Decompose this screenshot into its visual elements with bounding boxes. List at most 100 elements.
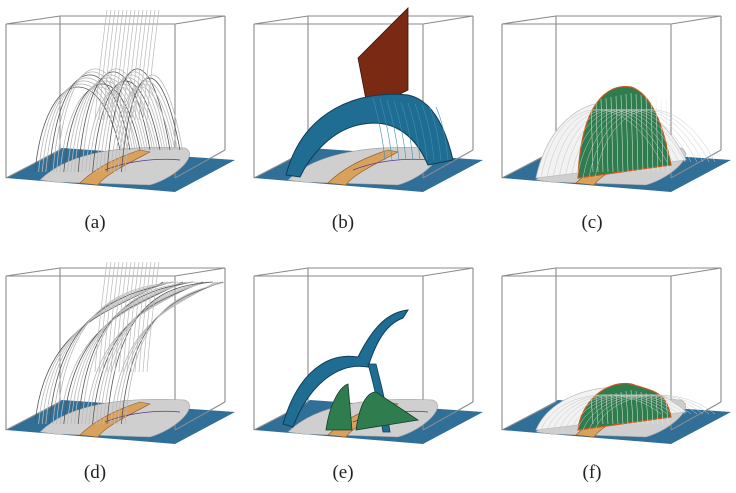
- panel-b: [253, 7, 483, 192]
- surface-streak: [421, 104, 435, 161]
- box-edge: [501, 15, 557, 25]
- surface-streak: [414, 103, 428, 161]
- box-edge: [422, 149, 474, 179]
- box-edge: [422, 15, 474, 25]
- polarity-line: [352, 158, 429, 171]
- surface-hatch: [635, 93, 639, 173]
- field-line-open: [126, 261, 140, 373]
- surface-hatch: [595, 99, 599, 173]
- surface-hatch: [595, 396, 599, 425]
- field-line: [558, 109, 680, 179]
- surface-hatch: [650, 393, 654, 425]
- field-line-open: [138, 9, 152, 121]
- surface-hatch: [590, 397, 594, 425]
- field-line: [85, 86, 156, 173]
- field-line-open: [110, 9, 124, 121]
- surface-hatch: [630, 389, 634, 425]
- surface-hatch: [645, 392, 649, 425]
- field-line: [34, 86, 121, 173]
- field-line-open: [106, 9, 120, 121]
- panel-caption-c: (c): [581, 212, 603, 233]
- surface-hatch: [655, 394, 659, 425]
- field-line-open: [102, 261, 116, 373]
- field-line-open: [122, 9, 136, 121]
- box-edge: [253, 15, 309, 25]
- field-line: [113, 83, 176, 173]
- surface-hatch: [655, 97, 659, 173]
- field-line: [552, 109, 674, 179]
- panel-e: [253, 267, 483, 444]
- surface-hatch: [615, 95, 619, 173]
- surface-hatch: [665, 396, 669, 425]
- panel-f: [501, 267, 731, 444]
- surface-streak: [393, 100, 407, 161]
- box-edge: [174, 267, 226, 277]
- field-line-open: [106, 261, 120, 373]
- surface-hatch: [640, 391, 644, 425]
- surface-streak: [372, 97, 386, 161]
- panel-caption-e: (e): [332, 462, 354, 483]
- field-line-open: [94, 261, 108, 373]
- panel-a: [5, 9, 235, 192]
- surface-streak: [435, 106, 449, 161]
- field-line-open: [98, 261, 112, 373]
- field-line: [77, 71, 151, 173]
- field-line-open: [118, 261, 132, 373]
- field-line-open: [114, 9, 128, 121]
- red-surface: [357, 7, 409, 111]
- field-line-open: [134, 9, 148, 121]
- field-line: [45, 77, 128, 173]
- box-edge: [501, 267, 557, 277]
- field-line-open: [114, 261, 128, 373]
- field-line-open: [98, 9, 112, 121]
- surface-streak: [428, 105, 442, 161]
- panel-d: [5, 261, 235, 444]
- box-edge: [422, 401, 474, 431]
- surface-streak: [407, 102, 421, 161]
- panel-caption-b: (b): [331, 212, 355, 233]
- field-line-open: [130, 9, 144, 121]
- field-line-open: [138, 261, 152, 373]
- field-line-open: [130, 261, 144, 373]
- blue-surface: [282, 309, 409, 428]
- surface-hatch: [630, 92, 634, 173]
- field-line: [588, 109, 710, 179]
- green-surface: [325, 383, 353, 431]
- surface-hatch: [600, 395, 604, 425]
- field-line-open: [146, 9, 160, 121]
- field-line-open: [134, 261, 148, 373]
- field-line: [582, 109, 704, 179]
- surface-hatch: [620, 391, 624, 425]
- polarity-line: [104, 158, 181, 171]
- surface-streak: [379, 98, 393, 161]
- polarity-line: [104, 410, 181, 423]
- surface-hatch: [645, 95, 649, 173]
- surface-hatch: [600, 98, 604, 173]
- surface-streak: [386, 99, 400, 161]
- field-line-open: [146, 261, 160, 373]
- field-line: [540, 109, 662, 179]
- field-line: [56, 281, 179, 425]
- surface-hatch: [625, 390, 629, 425]
- surface-hatch: [625, 93, 629, 173]
- field-line-open: [118, 9, 132, 121]
- field-line: [99, 74, 166, 173]
- field-line-open: [142, 9, 156, 121]
- field-line-open: [102, 9, 116, 121]
- field-line: [45, 281, 171, 425]
- box-edge: [501, 401, 557, 431]
- blue-surface: [285, 93, 454, 178]
- field-line-open: [142, 261, 156, 373]
- field-line-open: [94, 9, 108, 121]
- surface-hatch: [610, 393, 614, 425]
- panel-c: [501, 15, 731, 192]
- surface-streak: [400, 101, 414, 161]
- field-line: [570, 109, 692, 179]
- field-line: [70, 77, 146, 173]
- surface-hatch: [605, 394, 609, 425]
- floor-patch-orange: [327, 149, 399, 186]
- box-edge: [5, 15, 61, 25]
- box-edge: [670, 401, 722, 431]
- panel-caption-f: (f): [582, 462, 602, 483]
- field-line: [564, 109, 686, 179]
